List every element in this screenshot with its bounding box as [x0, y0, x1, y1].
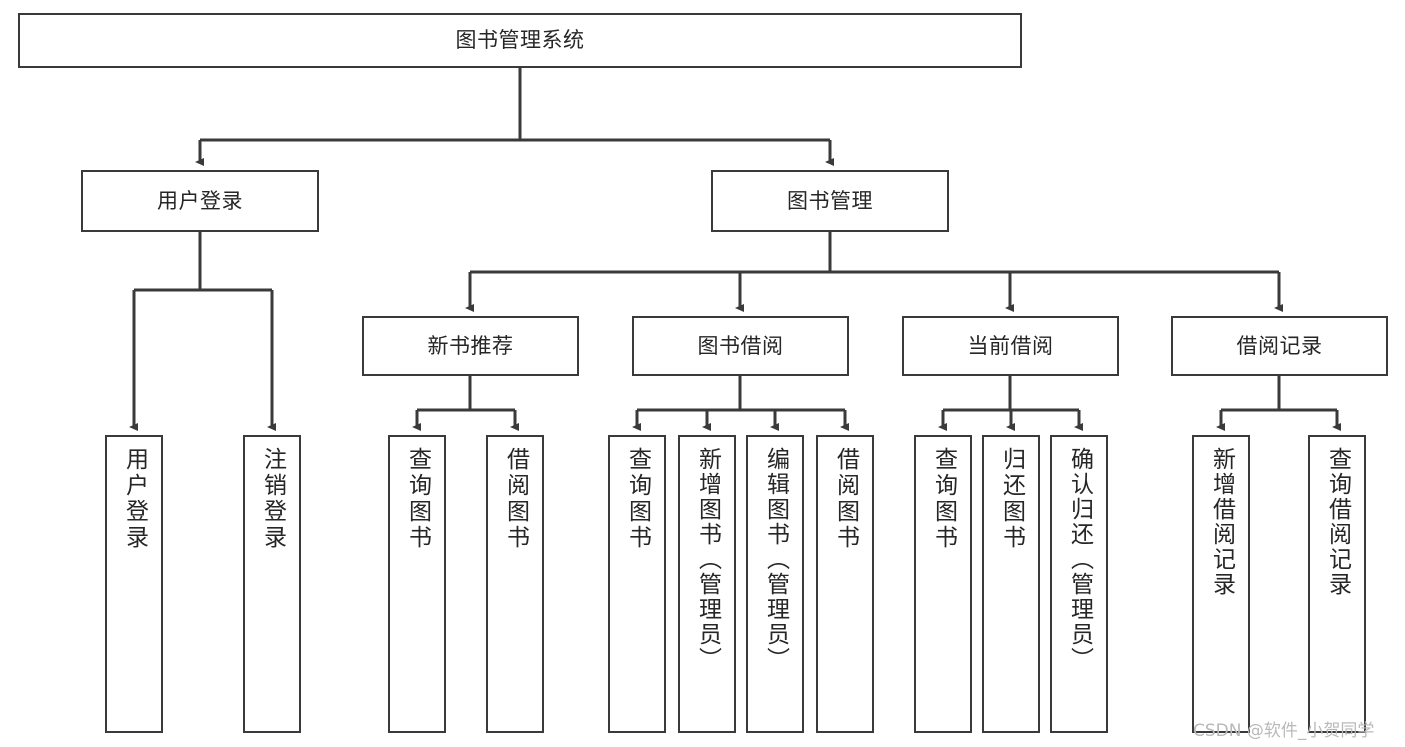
leaf-borrow-book-recommend[interactable]: 借阅图书: [486, 435, 544, 733]
node-book-management[interactable]: 图书管理: [711, 170, 949, 232]
leaf-user-login[interactable]: 用户登录: [105, 435, 163, 733]
node-book-borrowing-label: 图书借阅: [697, 333, 784, 358]
leaf-query-book-borrowing[interactable]: 查询图书: [608, 435, 666, 733]
leaf-query-borrow-record-label: 查询借阅记录: [1324, 447, 1351, 597]
leaf-query-book-recommend[interactable]: 查询图书: [388, 435, 446, 733]
leaf-add-borrow-record-label: 新增借阅记录: [1208, 447, 1235, 597]
leaf-borrow-book-borrowing[interactable]: 借阅图书: [816, 435, 874, 733]
leaf-query-book-current[interactable]: 查询图书: [914, 435, 972, 733]
leaf-query-book-recommend-label: 查询图书: [404, 447, 431, 551]
leaf-add-borrow-record[interactable]: 新增借阅记录: [1192, 435, 1250, 733]
leaf-add-book-admin[interactable]: 新增图书（管理员）: [678, 435, 736, 733]
leaf-user-logout[interactable]: 注销登录: [243, 435, 301, 733]
node-current-borrowing-label: 当前借阅: [967, 333, 1054, 358]
leaf-query-book-current-label: 查询图书: [930, 447, 957, 551]
leaf-add-book-admin-label: 新增图书（管理员）: [694, 447, 721, 672]
leaf-edit-book-admin-label: 编辑图书（管理员）: [762, 447, 789, 672]
node-new-book-recommendation[interactable]: 新书推荐: [362, 316, 579, 376]
watermark: CSDN @软件_小贺同学: [1193, 721, 1375, 741]
node-user-login[interactable]: 用户登录: [81, 170, 319, 232]
node-user-login-label: 用户登录: [157, 188, 243, 213]
node-root-label: 图书管理系统: [455, 28, 585, 53]
leaf-return-book-label: 归还图书: [998, 447, 1025, 551]
leaf-borrow-book-recommend-label: 借阅图书: [502, 447, 529, 551]
leaf-edit-book-admin[interactable]: 编辑图书（管理员）: [746, 435, 804, 733]
node-new-book-recommendation-label: 新书推荐: [427, 333, 514, 358]
leaf-borrow-book-borrowing-label: 借阅图书: [832, 447, 859, 551]
node-borrow-records-label: 借阅记录: [1236, 333, 1323, 358]
node-book-management-label: 图书管理: [787, 188, 873, 213]
leaf-user-login-label: 用户登录: [121, 447, 148, 551]
leaf-return-book[interactable]: 归还图书: [982, 435, 1040, 733]
leaf-query-borrow-record[interactable]: 查询借阅记录: [1308, 435, 1366, 733]
node-borrow-records[interactable]: 借阅记录: [1171, 316, 1388, 376]
leaf-confirm-return-admin-label: 确认归还（管理员）: [1066, 447, 1093, 672]
leaf-query-book-borrowing-label: 查询图书: [624, 447, 651, 551]
leaf-user-logout-label: 注销登录: [259, 447, 286, 551]
leaf-confirm-return-admin[interactable]: 确认归还（管理员）: [1050, 435, 1108, 733]
node-book-borrowing[interactable]: 图书借阅: [632, 316, 849, 376]
node-current-borrowing[interactable]: 当前借阅: [902, 316, 1119, 376]
node-root[interactable]: 图书管理系统: [18, 13, 1022, 68]
